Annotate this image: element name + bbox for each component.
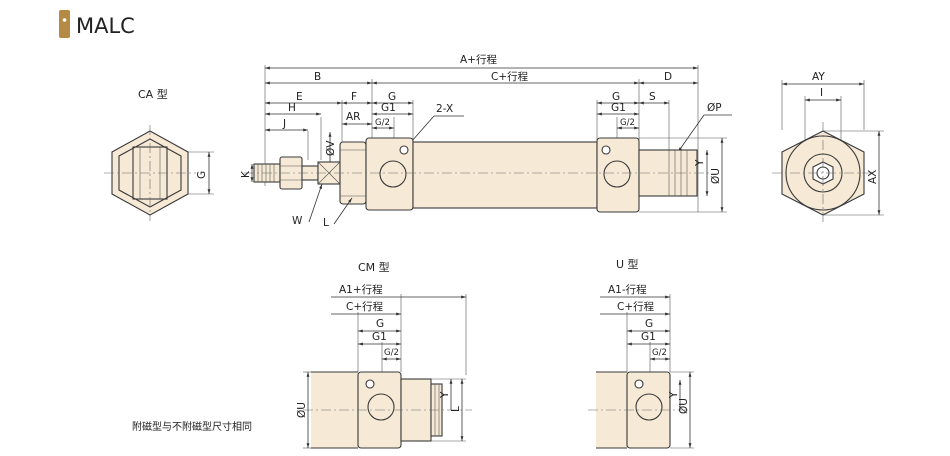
u-dim-a1: A1-行程 — [608, 283, 647, 296]
u-dim-y: Y — [668, 391, 680, 399]
dim-g-half: G/2 — [375, 118, 390, 128]
dim-g1-right: G1 — [611, 102, 626, 114]
dim-ar: AR — [346, 111, 360, 123]
cylinder-barrel — [412, 141, 598, 209]
cm-view-title: CM 型 — [358, 260, 390, 274]
ca-view-title: CA 型 — [138, 87, 168, 101]
dim-d: D — [664, 71, 672, 83]
leader-phi-p: ØP — [707, 102, 722, 114]
leader-w: W — [292, 215, 303, 227]
dim-h: H — [288, 102, 296, 114]
header: MALC — [59, 10, 135, 38]
dim-phi-u: ØU — [710, 168, 722, 184]
main-view: A+行程 B C+行程 D E F G G S H G1 G1 J AR G/2… — [240, 53, 732, 229]
cm-dim-l: L — [450, 406, 462, 412]
cm-dim-y: Y — [439, 391, 451, 399]
leader-2x: 2-X — [436, 103, 453, 115]
dim-k: K — [240, 170, 252, 178]
u-dim-g1: G1 — [641, 331, 656, 343]
cm-dim-phi-u: ØU — [296, 402, 308, 418]
dim-i: I — [820, 87, 823, 99]
dim-phi-v: ØV — [325, 140, 337, 156]
u-port — [635, 393, 663, 421]
leader-l: L — [323, 217, 329, 229]
dim-e: E — [296, 91, 303, 103]
u-dim-phi-u: ØU — [678, 398, 690, 414]
cm-view: CM 型 A1+行程 C+行程 G G1 G/2 ØU Y L — [296, 260, 472, 449]
u-dim-c: C+行程 — [617, 300, 655, 313]
u-dim-g-half: G/2 — [652, 348, 667, 358]
cm-dim-g-half: G/2 — [384, 348, 399, 358]
dim-j: J — [282, 118, 286, 130]
dim-a-stroke: A+行程 — [460, 53, 497, 66]
dim-s: S — [649, 91, 656, 103]
cm-dim-g1: G1 — [372, 331, 387, 343]
dim-c-stroke: C+行程 — [491, 70, 529, 83]
cm-port — [367, 393, 395, 421]
dim-g: G — [388, 91, 396, 103]
u-view-title: U 型 — [616, 257, 639, 271]
dim-g1: G1 — [381, 102, 396, 114]
screw-rear — [601, 145, 611, 155]
cm-dim-a1: A1+行程 — [339, 283, 383, 296]
footnote: 附磁型与不附磁型尺寸相同 — [132, 420, 252, 433]
end-view: AY I AX — [772, 71, 884, 224]
u-screw — [634, 379, 644, 389]
dim-g-half-right: G/2 — [620, 118, 635, 128]
ca-g-label: G — [196, 171, 208, 179]
brand-dot-icon — [62, 18, 67, 22]
cm-screw — [365, 379, 375, 389]
brand-tab-icon — [59, 10, 70, 38]
cm-dim-c: C+行程 — [346, 300, 384, 313]
dim-g-right: G — [612, 91, 620, 103]
cm-dim-g: G — [376, 318, 384, 330]
port-head — [379, 160, 407, 188]
dim-b: B — [314, 71, 321, 83]
screw-head — [399, 145, 409, 155]
dim-ay: AY — [812, 71, 825, 83]
ca-view: CA 型 G — [104, 87, 214, 221]
dim-f: F — [351, 91, 357, 103]
dim-y: Y — [694, 159, 706, 167]
u-dim-g: G — [645, 318, 653, 330]
port-rear — [603, 160, 631, 188]
series-title: MALC — [76, 14, 135, 38]
u-view: U 型 A1-行程 C+行程 G G1 G/2 Y ØU — [588, 257, 694, 449]
dim-ax: AX — [867, 170, 879, 184]
